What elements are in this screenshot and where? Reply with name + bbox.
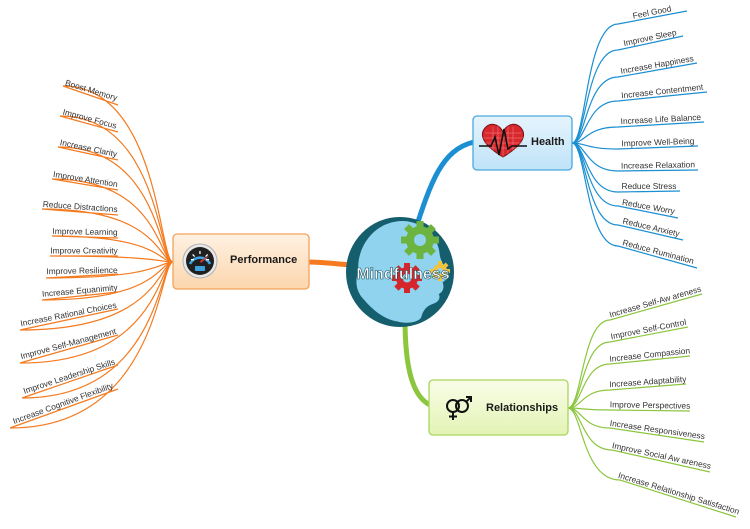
branch-line [571,62,698,144]
branch-line [567,407,711,473]
red-gear-icon [392,263,422,293]
subtopic-label[interactable]: Improve Resilience [46,265,118,276]
branch-line [567,355,691,409]
gender-symbols-icon [446,396,472,420]
heart-monitor-icon [479,123,527,158]
subtopic-label[interactable]: Reduce Anxiety [622,216,682,239]
green-gear-icon [401,221,439,259]
branch-line [57,146,174,263]
branch-line [571,142,698,269]
relationships-box [428,379,569,436]
branch-line [571,91,708,144]
subtopic-label[interactable]: Improve Creativity [50,246,118,256]
branch-line [49,255,174,263]
topic-relationships[interactable]: Relationships [428,379,569,436]
subtopic-label[interactable]: Increase Relationship Satisfaction [617,470,741,517]
subtopic-label[interactable]: Increase Self-Aw areness [608,284,702,320]
branch-line [59,115,174,263]
subtopic-label[interactable]: Reduce Worry [621,197,676,216]
branch-line [41,208,174,263]
subtopic-label[interactable]: Increase Rational Choices [19,300,117,328]
subtopic-label[interactable]: Reduce Stress [622,181,677,191]
central-topic[interactable]: Mindfulness [346,217,454,327]
speedometer-icon [182,243,218,279]
branch-relationships [402,315,433,408]
subtopic-label[interactable]: Boost Memory [64,77,119,103]
relationships-label: Relationships [486,402,558,414]
subtopic-label[interactable]: Increase Clarity [59,137,119,159]
subtopic-label[interactable]: Improve Well-Being [621,136,695,149]
branch-line [567,326,689,409]
branch-line [571,121,705,144]
branch-line [41,261,174,301]
subtopic-label[interactable]: Increase Compassion [609,345,691,363]
subtopic-label[interactable]: Improve Self-Management [19,326,118,361]
branch-line [19,261,174,364]
subtopic-label[interactable]: Improve Social Aw areness [611,440,712,471]
branch-line [567,383,687,409]
subtopic-label[interactable]: Reduce Rumination [621,237,695,266]
central-label: Mindfulness [356,266,449,283]
branch-line [51,235,174,263]
branch-line [51,178,174,263]
performance-label: Performance [230,254,297,266]
topic-performance[interactable]: Performance [172,233,310,290]
subtopic-label[interactable]: Improve Perspectives [610,399,691,410]
subtopic-label[interactable]: Improve Sleep [622,27,677,48]
topic-health[interactable]: Health [472,115,573,171]
branch-line [567,293,703,409]
branch-line [567,407,737,518]
subtopic-label[interactable]: Increase Responsiveness [609,418,705,441]
subtopic-label[interactable]: Increase Life Balance [620,112,701,126]
branch-line [45,261,174,279]
subtopic-label[interactable]: Improve Learning [52,226,118,237]
branch-line [571,10,688,144]
health-label: Health [531,136,565,148]
subtopic-label[interactable]: Increase Contentment [621,82,705,101]
branch-line [19,261,174,331]
subtopic-label[interactable]: Increase Relaxation [621,159,696,170]
subtopic-label[interactable]: Increase Happiness [620,53,695,76]
subtopic-label[interactable]: Improve Attention [52,169,118,189]
yellow-gear-icon [430,261,450,281]
branch-line [9,261,174,429]
branch-line [571,35,684,144]
